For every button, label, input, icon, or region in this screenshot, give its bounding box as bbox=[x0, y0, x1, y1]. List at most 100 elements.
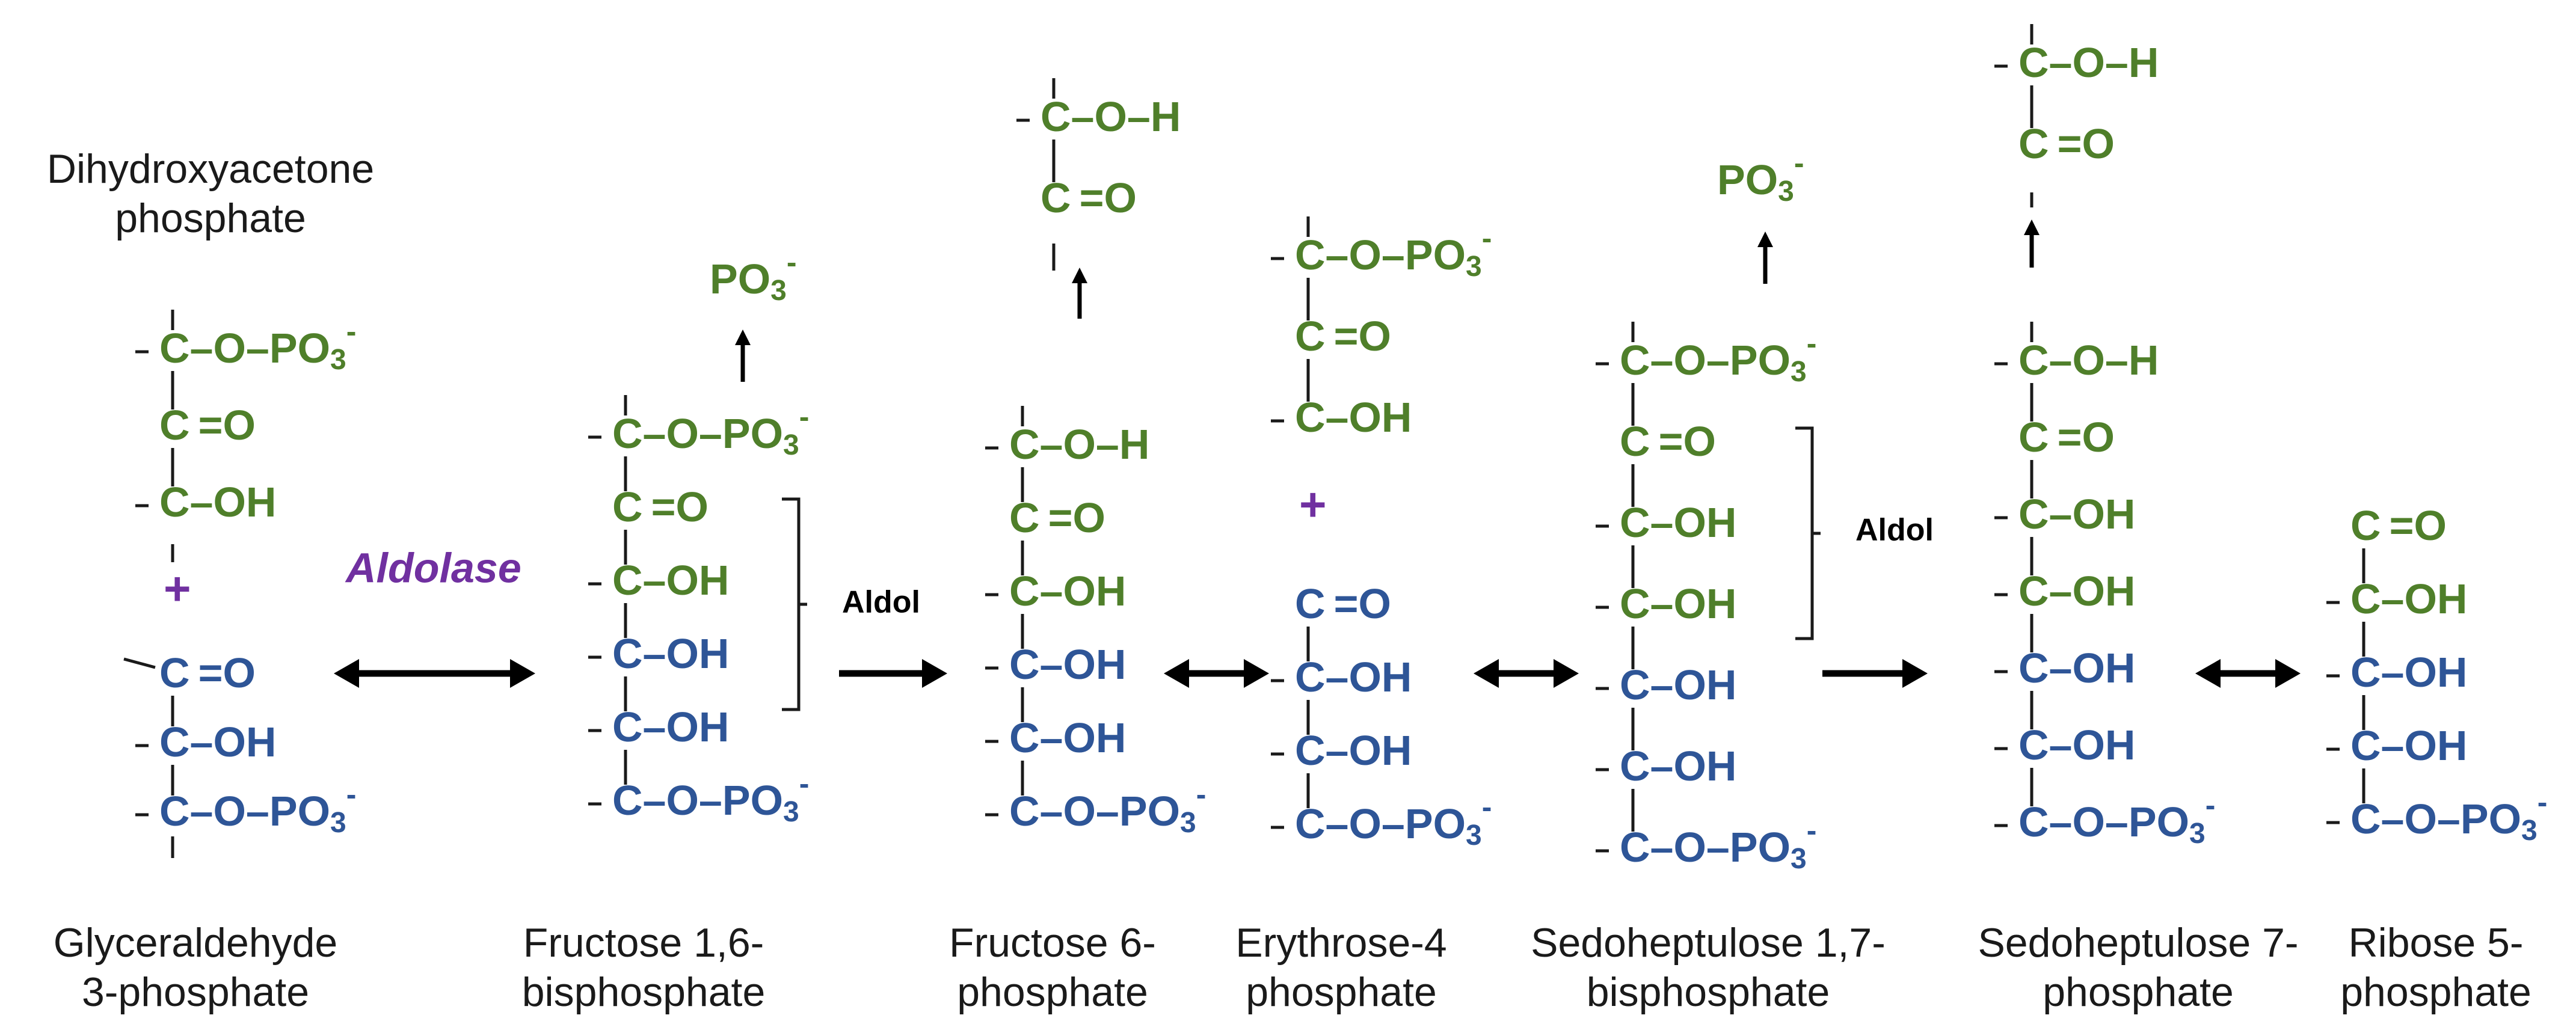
group-c-o-po3: C–O–PO3- bbox=[612, 400, 809, 461]
group-c-dbl-o: C =O bbox=[1009, 494, 1105, 541]
group-c-o-po3: C–O–PO3- bbox=[612, 767, 809, 827]
bracket-aldol-1 bbox=[782, 497, 807, 711]
group-c-oh: C–OH bbox=[2018, 491, 2135, 538]
group-c-oh: C–OH bbox=[1295, 727, 1412, 774]
group-c-o-po3: C–O–PO3- bbox=[1295, 221, 1492, 282]
label-line-2: phosphate bbox=[2043, 969, 2234, 1015]
arrow-s7p-r5p-equilibrium bbox=[2195, 659, 2301, 688]
plus-sign-2: + bbox=[1299, 478, 1327, 531]
group-c-oh: C–OH bbox=[2350, 649, 2467, 696]
arrow-head-left bbox=[1164, 659, 1189, 688]
group-c-o-po3: C–O–PO3- bbox=[2018, 788, 2215, 849]
group-c-oh: C–OH bbox=[2018, 645, 2135, 691]
structure-f6p-released-fragment: C–O–H C =O bbox=[1016, 78, 1181, 221]
arrow-head-left bbox=[2195, 659, 2221, 688]
label-line-1: Glyceraldehyde bbox=[53, 920, 338, 966]
arrow-release-fragment-2 bbox=[2024, 219, 2040, 268]
arrow-head-left bbox=[1474, 659, 1499, 688]
group-c-dbl-o: C =O bbox=[1295, 580, 1391, 627]
enzyme-aldolase: Aldolase bbox=[345, 544, 521, 591]
label-line-2: phosphate bbox=[957, 969, 1148, 1015]
group-c-dbl-o: C =O bbox=[159, 649, 256, 696]
arrow-head-right bbox=[1554, 659, 1579, 688]
structure-dhap-2: C–O–PO3- C =O C–OH bbox=[1271, 216, 1492, 441]
enzyme-aldol-1: Aldol bbox=[842, 585, 920, 620]
group-c-dbl-o: C =O bbox=[2018, 120, 2115, 167]
released-phosphate-1: PO3- bbox=[710, 245, 797, 306]
group-c-oh: C–OH bbox=[1620, 661, 1736, 708]
group-c-o-h: C–O–H bbox=[2018, 39, 2159, 86]
released-phosphate-2: PO3- bbox=[1717, 146, 1804, 207]
arrow-head-right bbox=[922, 659, 947, 688]
enzyme-aldol-2: Aldol bbox=[1855, 513, 1934, 548]
group-c-oh: C–OH bbox=[1620, 499, 1736, 546]
label-line-2: bisphosphate bbox=[521, 969, 766, 1015]
label-line-2: bisphosphate bbox=[1586, 969, 1830, 1015]
group-c-o-po3: C–O–PO3- bbox=[1009, 777, 1206, 838]
group-c-oh: C–OH bbox=[1009, 641, 1126, 688]
structure-dhap: C–O–PO3-C =OC–OH bbox=[135, 310, 356, 526]
group-c-dbl-o: C =O bbox=[1620, 418, 1716, 465]
group-c-oh: C–OH bbox=[2350, 722, 2467, 769]
structure-sedoheptulose-7-phosphate: C–O–HC =OC–OHC–OHC–OHC–OHC–O–PO3- bbox=[1994, 322, 2215, 850]
arrow-head-up bbox=[735, 330, 751, 345]
arrow-f6p-e4p-equilibrium bbox=[1164, 659, 1269, 688]
group-c-oh: C–OH bbox=[612, 704, 729, 750]
arrow-head-right bbox=[510, 659, 535, 688]
plus-sign: + bbox=[164, 562, 191, 615]
arrow-head-right bbox=[1244, 659, 1269, 688]
arrow-sbp-to-s7p bbox=[1822, 659, 1928, 688]
group-c-o-h: C–O–H bbox=[1041, 93, 1181, 140]
group-c-oh: C–OH bbox=[1620, 743, 1736, 789]
label-line-2: phosphate bbox=[115, 195, 306, 241]
arrow-head-up bbox=[1072, 268, 1087, 283]
label-line-2: phosphate bbox=[2340, 969, 2531, 1015]
label-line-2: 3-phosphate bbox=[81, 969, 310, 1015]
arrow-head-up bbox=[1757, 231, 1773, 247]
arrow-e4p-sbp-equilibrium bbox=[1474, 659, 1579, 688]
label-line-2: phosphate bbox=[1246, 969, 1437, 1015]
label-line-1: Dihydroxyacetone bbox=[46, 146, 375, 192]
label-line-1: Ribose 5- bbox=[2348, 920, 2524, 966]
structure-sedoheptulose-bisphosphate: C–O–PO3- C =O C–OH C–OH C–OH C–OH C–O–PO3- bbox=[1596, 322, 1816, 875]
label-sedoheptulose-7-phosphate: Sedoheptulose 7- phosphate bbox=[1940, 918, 2337, 1017]
group-c-oh: C–OH bbox=[2350, 575, 2467, 622]
group-c-oh: C–OH bbox=[1620, 580, 1736, 627]
group-c-o-po3: C–O–PO3- bbox=[1620, 814, 1816, 874]
structure-ribose-5-phosphate: C =OC–OHC–OHC–OHC–O–PO3- bbox=[2326, 502, 2547, 847]
arrow-fbp-to-f6p bbox=[839, 659, 947, 688]
group-c-oh: C–OH bbox=[159, 479, 276, 526]
group-c-oh: C–OH bbox=[1009, 568, 1126, 615]
group-c-dbl-o: C =O bbox=[1295, 313, 1391, 360]
arrow-release-phosphate-2 bbox=[1757, 231, 1773, 284]
group-c-o-h: C–O–H bbox=[1009, 421, 1149, 468]
structure-fructose-6-phosphate: C–O–HC =OC–OHC–OHC–OHC–O–PO3- bbox=[985, 406, 1206, 839]
structure-fructose-bisphosphate: C–O–PO3- C =O C–OH C–OH C–OH C–O–PO3- bbox=[588, 395, 809, 828]
group-c-o-po3: C–O–PO3- bbox=[2350, 785, 2547, 846]
bracket-aldol-2 bbox=[1795, 426, 1821, 640]
arrow-release-fragment-1 bbox=[1072, 268, 1087, 319]
arrow-head-right bbox=[2275, 659, 2301, 688]
arrow-head-left bbox=[334, 659, 359, 688]
group-c-dbl-o: C =O bbox=[1041, 174, 1137, 221]
group-c-oh: C–OH bbox=[159, 719, 276, 765]
group-c-dbl-o: C =O bbox=[612, 483, 709, 530]
group-c-oh: C–OH bbox=[612, 630, 729, 677]
group-c-oh: C–OH bbox=[1295, 394, 1412, 441]
label-line-1: Sedoheptulose 1,7- bbox=[1531, 920, 1886, 966]
g3p-aldehyde-bond bbox=[123, 657, 156, 669]
group-c-oh: C–OH bbox=[612, 557, 729, 604]
label-line-1: Erythrose-4 bbox=[1235, 920, 1447, 966]
label-erythrose-4-phosphate: Erythrose-4 phosphate bbox=[1203, 918, 1480, 1017]
group-c-o-h: C–O–H bbox=[2018, 337, 2159, 384]
structure-s7p-released-fragment: C–O–H C =O bbox=[1994, 24, 2159, 167]
group-c-o-po3: C–O–PO3- bbox=[159, 777, 356, 838]
label-fructose-6-phosphate: Fructose 6- phosphate bbox=[914, 918, 1191, 1017]
group-c-oh: C–OH bbox=[2018, 722, 2135, 768]
group-c-o-po3: C–O–PO3- bbox=[1620, 326, 1816, 387]
arrow-head-right bbox=[1902, 659, 1928, 688]
group-c-o-po3: C–O–PO3- bbox=[159, 314, 356, 375]
label-sedoheptulose-bisphosphate: Sedoheptulose 1,7- bisphosphate bbox=[1486, 918, 1931, 1017]
